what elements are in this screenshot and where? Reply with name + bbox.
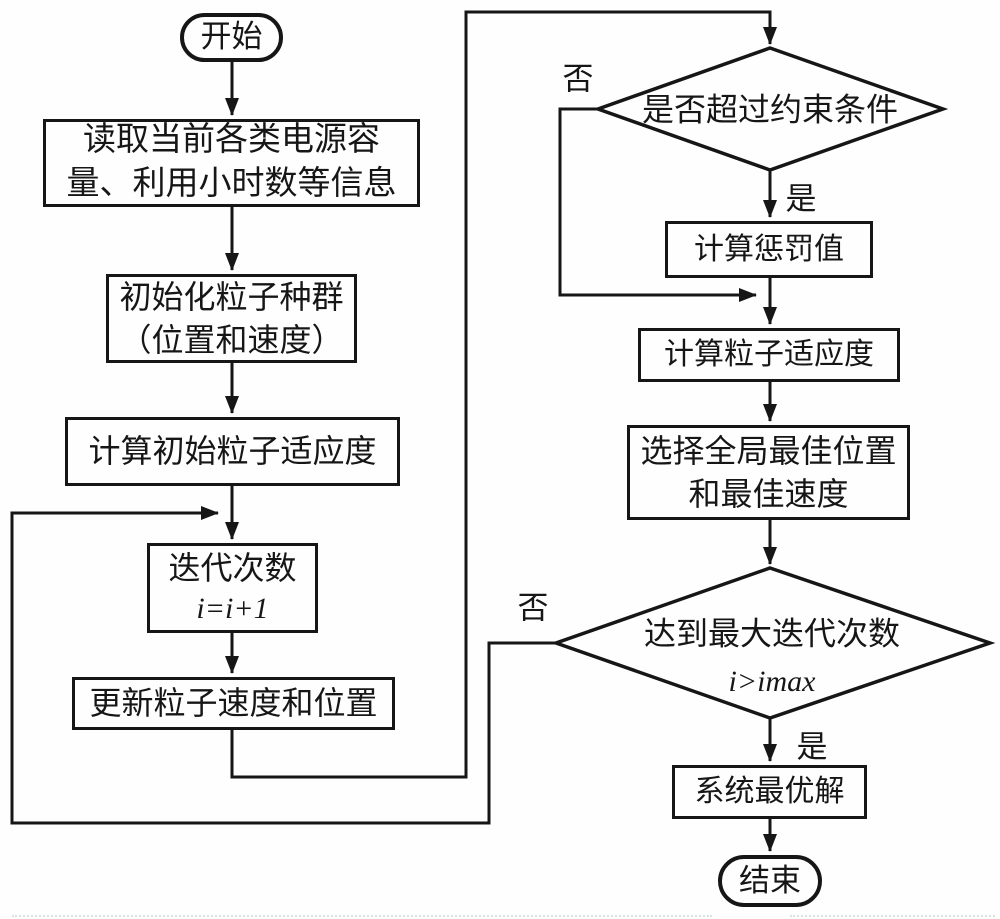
node-read-info-line2: 量、利用小时数等信息 [66, 166, 397, 202]
node-max-iteration-check-formula: i>imax [728, 665, 816, 698]
scan-artifact-line-left [12, 915, 712, 917]
scan-artifact-line-right [790, 915, 995, 917]
node-iteration-counter-line1: 迭代次数 [168, 550, 297, 587]
node-start-label: 开始 [200, 19, 263, 55]
node-select-best-line1: 选择全局最佳位置 [640, 433, 897, 470]
node-calc-penalty-label: 计算惩罚值 [694, 232, 844, 266]
node-optimal-solution: 系统最优解 [672, 765, 867, 819]
node-iteration-counter-formula: i=i+1 [196, 592, 269, 626]
edge-label-max-iter-no: 否 [517, 590, 549, 626]
node-init-swarm-line2: （位置和速度） [119, 321, 344, 358]
edge-maxiter-no-feedback [10, 506, 556, 825]
node-max-iteration-check-label: 达到最大迭代次数 [643, 615, 901, 652]
edge-constraint-no-bypass [558, 107, 757, 302]
node-select-best: 选择全局最佳位置 和最佳速度 [627, 425, 910, 520]
node-calc-init-fitness: 计算初始粒子适应度 [65, 417, 400, 486]
node-read-info-line1: 读取当前各类电源容 [83, 122, 380, 159]
node-constraint-check-label: 是否超过约束条件 [641, 91, 899, 128]
node-optimal-solution-label: 系统最优解 [694, 775, 845, 809]
node-update-particles: 更新粒子速度和位置 [72, 677, 395, 730]
decision-diamond-constraint [592, 46, 949, 172]
node-calc-fitness-label: 计算粒子适应度 [664, 338, 874, 372]
edge-label-constraint-no: 否 [562, 61, 594, 97]
node-start: 开始 [180, 13, 283, 62]
edge-update-to-constraint [230, 10, 777, 779]
node-init-swarm: 初始化粒子种群 （位置和速度） [106, 274, 357, 363]
node-end-label: 结束 [739, 862, 801, 898]
node-iteration-counter: 迭代次数 i=i+1 [147, 543, 318, 633]
node-calc-init-fitness-label: 计算初始粒子适应度 [88, 433, 377, 470]
edge-label-max-iter-yes: 是 [796, 729, 828, 765]
edge-label-constraint-yes: 是 [785, 181, 817, 217]
decision-diamond-max-iteration [550, 566, 996, 720]
node-end: 结束 [718, 855, 822, 907]
node-select-best-line2: 和最佳速度 [688, 475, 849, 512]
node-calc-penalty: 计算惩罚值 [665, 221, 873, 278]
node-read-info: 读取当前各类电源容 量、利用小时数等信息 [43, 119, 420, 207]
node-init-swarm-line1: 初始化粒子种群 [119, 279, 344, 316]
node-update-particles-label: 更新粒子速度和位置 [89, 685, 378, 722]
node-calc-fitness: 计算粒子适应度 [638, 328, 900, 382]
